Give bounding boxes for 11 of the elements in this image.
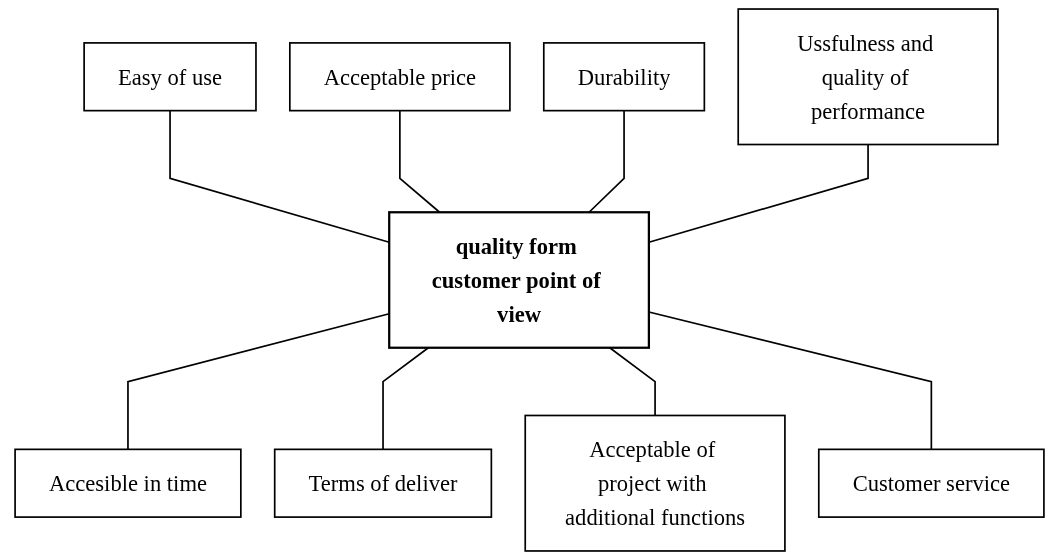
node-box: quality form customer point of view <box>388 211 650 349</box>
node-box: Ussfulness and quality of performance <box>737 8 999 146</box>
connector <box>648 311 933 451</box>
node-box: Easy of use <box>83 42 257 112</box>
node-box: Acceptable price <box>289 42 511 112</box>
node-box: Acceptable of project with additional functions <box>524 414 786 552</box>
node-box: Durability <box>542 42 706 112</box>
node-box: Terms of deliver <box>273 448 493 518</box>
node-box: Customer service <box>817 448 1045 518</box>
node-box: Accesible in time <box>14 448 242 518</box>
connector <box>648 143 869 244</box>
